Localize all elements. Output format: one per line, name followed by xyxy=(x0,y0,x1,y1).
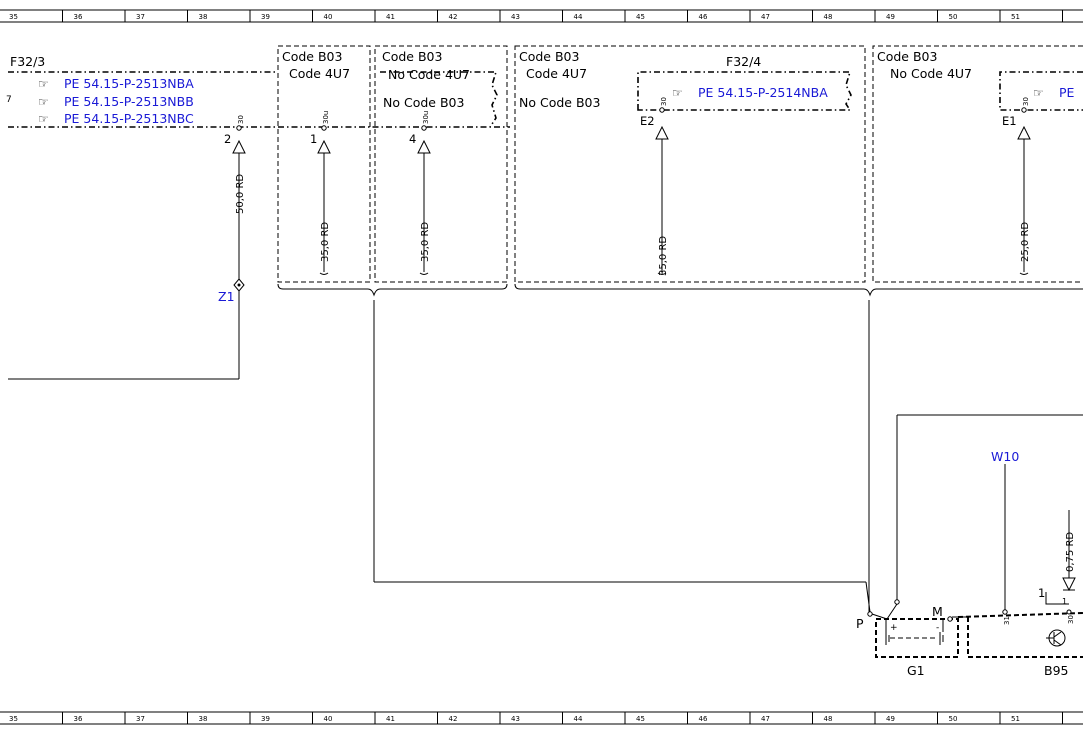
bottom-ruler-column-label: 40 xyxy=(324,715,333,723)
top-ruler-column-label: 40 xyxy=(324,13,333,21)
hand-icon: ☞ xyxy=(38,112,49,126)
code-box-f32-4: Code B03 Code 4U7 No Code B03 F32/4 ☞ PE… xyxy=(514,45,866,283)
main-wiring: W10 xyxy=(373,300,1083,613)
b95-label: B95 xyxy=(1044,663,1068,678)
plus-label: + xyxy=(890,623,898,633)
pin-30-label: 30 xyxy=(1022,97,1030,106)
pin-30u-label: 30u xyxy=(322,111,330,124)
ref-link-5[interactable]: PE xyxy=(1059,85,1075,100)
sensor-b95: 31 0,75 RD 1 1 30 B95 xyxy=(952,510,1083,678)
bottom-ruler-column-label: 35 xyxy=(9,715,18,723)
top-ruler-column-label: 43 xyxy=(511,13,520,21)
bottom-ruler-column-label: 49 xyxy=(886,715,895,723)
top-ruler-column-label: 45 xyxy=(636,13,645,21)
b95-pin-30-label: 30 xyxy=(1067,615,1075,624)
code-b03-text: Code B03 xyxy=(382,49,442,64)
w10-label: W10 xyxy=(991,449,1019,464)
bottom-ruler-column-label: 37 xyxy=(136,715,145,723)
code-box-b03-4u7: Code B03 Code 4U7 30u 1 35,0 RD xyxy=(277,45,371,283)
pin-30-label: 30 xyxy=(660,97,668,106)
pin-e2-label: E2 xyxy=(640,114,655,128)
wire-50-label: 50,0 RD xyxy=(235,174,246,214)
pin-e1-label: E1 xyxy=(1002,114,1017,128)
top-ruler: 35 36 37 38 39 40 41 42 43 44 45 46 47 48 49 50 51 xyxy=(0,9,1083,23)
wire-pin-2: 30 2 50,0 RD Z1 xyxy=(8,115,246,380)
g1-label: G1 xyxy=(907,663,925,678)
bottom-ruler-column-label: 47 xyxy=(761,715,770,723)
wire-35b-label: 35,0 RD xyxy=(420,222,431,262)
top-ruler-column-label: 50 xyxy=(949,13,958,21)
hand-icon: ☞ xyxy=(672,86,683,100)
z1-label: Z1 xyxy=(218,289,235,304)
ref-link-3[interactable]: PE 54.15-P-2513NBC xyxy=(64,111,194,126)
bottom-ruler-column-label: 41 xyxy=(386,715,395,723)
hand-icon: ☞ xyxy=(1033,86,1044,100)
top-ruler-column-label: 47 xyxy=(761,13,770,21)
bottom-ruler-column-label: 48 xyxy=(824,715,833,723)
top-ruler-column-label: 35 xyxy=(9,13,18,21)
top-ruler-column-label: 44 xyxy=(574,13,583,21)
fuse-box-f32-3: F32/3 7 xyxy=(6,54,510,128)
ref-link-1[interactable]: PE 54.15-P-2513NBA xyxy=(64,76,194,91)
bottom-ruler-column-label: 45 xyxy=(636,715,645,723)
code-4u7-text: Code 4U7 xyxy=(526,66,587,81)
top-ruler-column-label: 36 xyxy=(74,13,83,21)
bottom-ruler-column-label: 44 xyxy=(574,715,583,723)
top-ruler-column-label: 42 xyxy=(449,13,458,21)
minus-label: - xyxy=(936,623,939,633)
battery-g1: P + - M G1 xyxy=(856,599,959,678)
wire-35a-label: 35,0 RD xyxy=(320,222,331,262)
top-ruler-column-label: 39 xyxy=(261,13,270,21)
b95-pin-1-label: 1 xyxy=(1038,586,1045,600)
top-ruler-column-label: 51 xyxy=(1011,13,1020,21)
bottom-ruler-column-label: 38 xyxy=(199,715,208,723)
top-ruler-column-label: 41 xyxy=(386,13,395,21)
f32-3-label: F32/3 xyxy=(10,54,45,69)
ref-link-4[interactable]: PE 54.15-P-2514NBA xyxy=(698,85,828,100)
f32-4-label: F32/4 xyxy=(726,54,761,69)
hand-icon: ☞ xyxy=(38,77,49,91)
code-4u7-text: Code 4U7 xyxy=(289,66,350,81)
bottom-ruler-column-label: 46 xyxy=(699,715,708,723)
code-b03-text: Code B03 xyxy=(877,49,937,64)
reference-links: ☞ PE 54.15-P-2513NBA ☞ PE 54.15-P-2513NB… xyxy=(38,76,194,126)
wire-075-label: 0,75 RD xyxy=(1065,532,1076,572)
code-box-right: Code B03 No Code 4U7 ☞ PE 30 E1 25,0 RD xyxy=(872,45,1083,283)
pin-2-label: 2 xyxy=(224,132,231,146)
no-code-4u7-text: No Code 4U7 xyxy=(890,66,972,81)
top-ruler-column-label: 48 xyxy=(824,13,833,21)
pin-31-label: 31 xyxy=(1003,616,1011,625)
bottom-ruler-column-label: 50 xyxy=(949,715,958,723)
pin-30u-label: 30u xyxy=(422,111,430,124)
bottom-ruler-column-label: 36 xyxy=(74,715,83,723)
top-ruler-column-label: 38 xyxy=(199,13,208,21)
top-ruler-column-label: 37 xyxy=(136,13,145,21)
bottom-ruler-column-label: 42 xyxy=(449,715,458,723)
wire-25-label: 25,0 RD xyxy=(1020,222,1031,262)
no-code-b03-text: No Code B03 xyxy=(383,95,464,110)
pin-1-label: 1 xyxy=(310,132,317,146)
code-box-no-4u7: Code B03 No Code 4U7 No Code B03 30u 4 3… xyxy=(374,45,508,283)
pin-4-label: 4 xyxy=(409,132,416,146)
code-b03-text: Code B03 xyxy=(519,49,579,64)
hand-icon: ☞ xyxy=(38,95,49,109)
bottom-ruler: 35 36 37 38 39 40 41 42 43 44 45 46 47 48 49 50 51 xyxy=(0,711,1083,725)
seven-mark: 7 xyxy=(6,95,12,105)
no-code-b03-text: No Code B03 xyxy=(519,95,600,110)
ref-link-2[interactable]: PE 54.15-P-2513NBB xyxy=(64,94,194,109)
p-label: P xyxy=(856,616,864,631)
m-label: M xyxy=(932,604,943,619)
wire-35c-label: 35,0 RD xyxy=(658,236,669,276)
top-ruler-column-label: 49 xyxy=(886,13,895,21)
bottom-ruler-column-label: 39 xyxy=(261,715,270,723)
pin-30-label: 30 xyxy=(237,115,245,124)
bottom-ruler-column-label: 51 xyxy=(1011,715,1020,723)
b95-pin-1b-label: 1 xyxy=(1062,597,1067,606)
top-ruler-column-label: 46 xyxy=(699,13,708,21)
code-b03-text: Code B03 xyxy=(282,49,342,64)
no-code-4u7-text: No Code 4U7 xyxy=(388,67,470,82)
bottom-ruler-column-label: 43 xyxy=(511,715,520,723)
